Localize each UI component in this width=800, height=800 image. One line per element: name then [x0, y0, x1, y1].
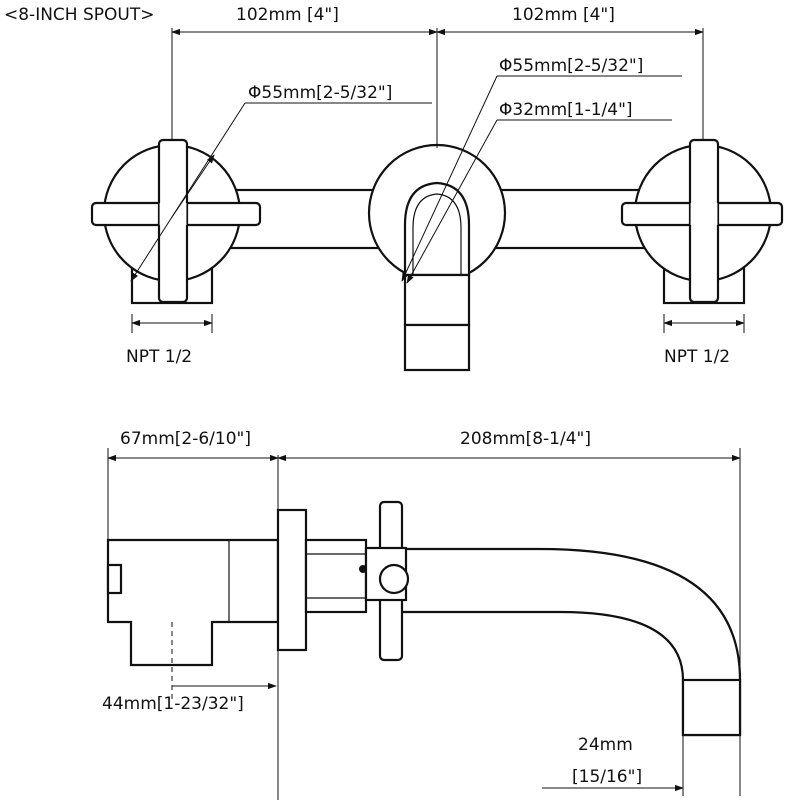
spout-size-title: <8-INCH SPOUT> — [4, 5, 154, 25]
spout-reach-label: 208mm[8-1/4"] — [460, 429, 591, 449]
left-npt-label: NPT 1/2 — [126, 347, 192, 367]
spout-flange-diameter: Φ55mm[2-5/32"] — [401, 56, 682, 282]
valve-height-dimension: 44mm[1-23/32"] — [102, 622, 277, 714]
spout-front — [367, 143, 507, 372]
valve-depth-label: 67mm[2-6/10"] — [120, 429, 251, 449]
right-npt-label: NPT 1/2 — [664, 347, 730, 367]
outlet-diameter-in-label: [15/16"] — [572, 767, 642, 787]
spout-diameter-label: Φ32mm[1-1/4"] — [499, 100, 633, 120]
side-view: 67mm[2-6/10"] 208mm[8-1/4"] 44mm[1-23/32… — [102, 429, 742, 800]
spacing-dimensions: 102mm [4"] 102mm [4"] — [171, 5, 704, 148]
cross-handle-side — [359, 500, 410, 662]
right-spacing-label: 102mm [4"] — [512, 5, 615, 25]
valve-neck — [304, 538, 368, 614]
npt-dimensions: NPT 1/2 NPT 1/2 — [126, 314, 745, 367]
right-handle — [620, 138, 784, 305]
valve-body-side — [106, 538, 280, 667]
valve-body-bar — [228, 188, 647, 250]
spout-diameter: Φ32mm[1-1/4"] — [406, 100, 672, 284]
left-flange-diameter: Φ55mm[2-5/32"] — [130, 83, 432, 282]
wall-plate — [276, 508, 308, 652]
valve-height-label: 44mm[1-23/32"] — [102, 694, 244, 714]
left-handle — [90, 138, 262, 305]
spout-flange-diameter-label: Φ55mm[2-5/32"] — [499, 56, 643, 76]
outlet-diameter-dimension: 24mm [15/16"] — [542, 735, 741, 796]
left-spacing-label: 102mm [4"] — [236, 5, 339, 25]
outlet-diameter-mm-label: 24mm — [578, 735, 633, 755]
side-dimensions: 67mm[2-6/10"] 208mm[8-1/4"] — [107, 429, 741, 680]
front-view: <8-INCH SPOUT> — [4, 5, 784, 372]
left-flange-diameter-label: Φ55mm[2-5/32"] — [248, 83, 392, 103]
spout-outlet — [681, 678, 742, 737]
